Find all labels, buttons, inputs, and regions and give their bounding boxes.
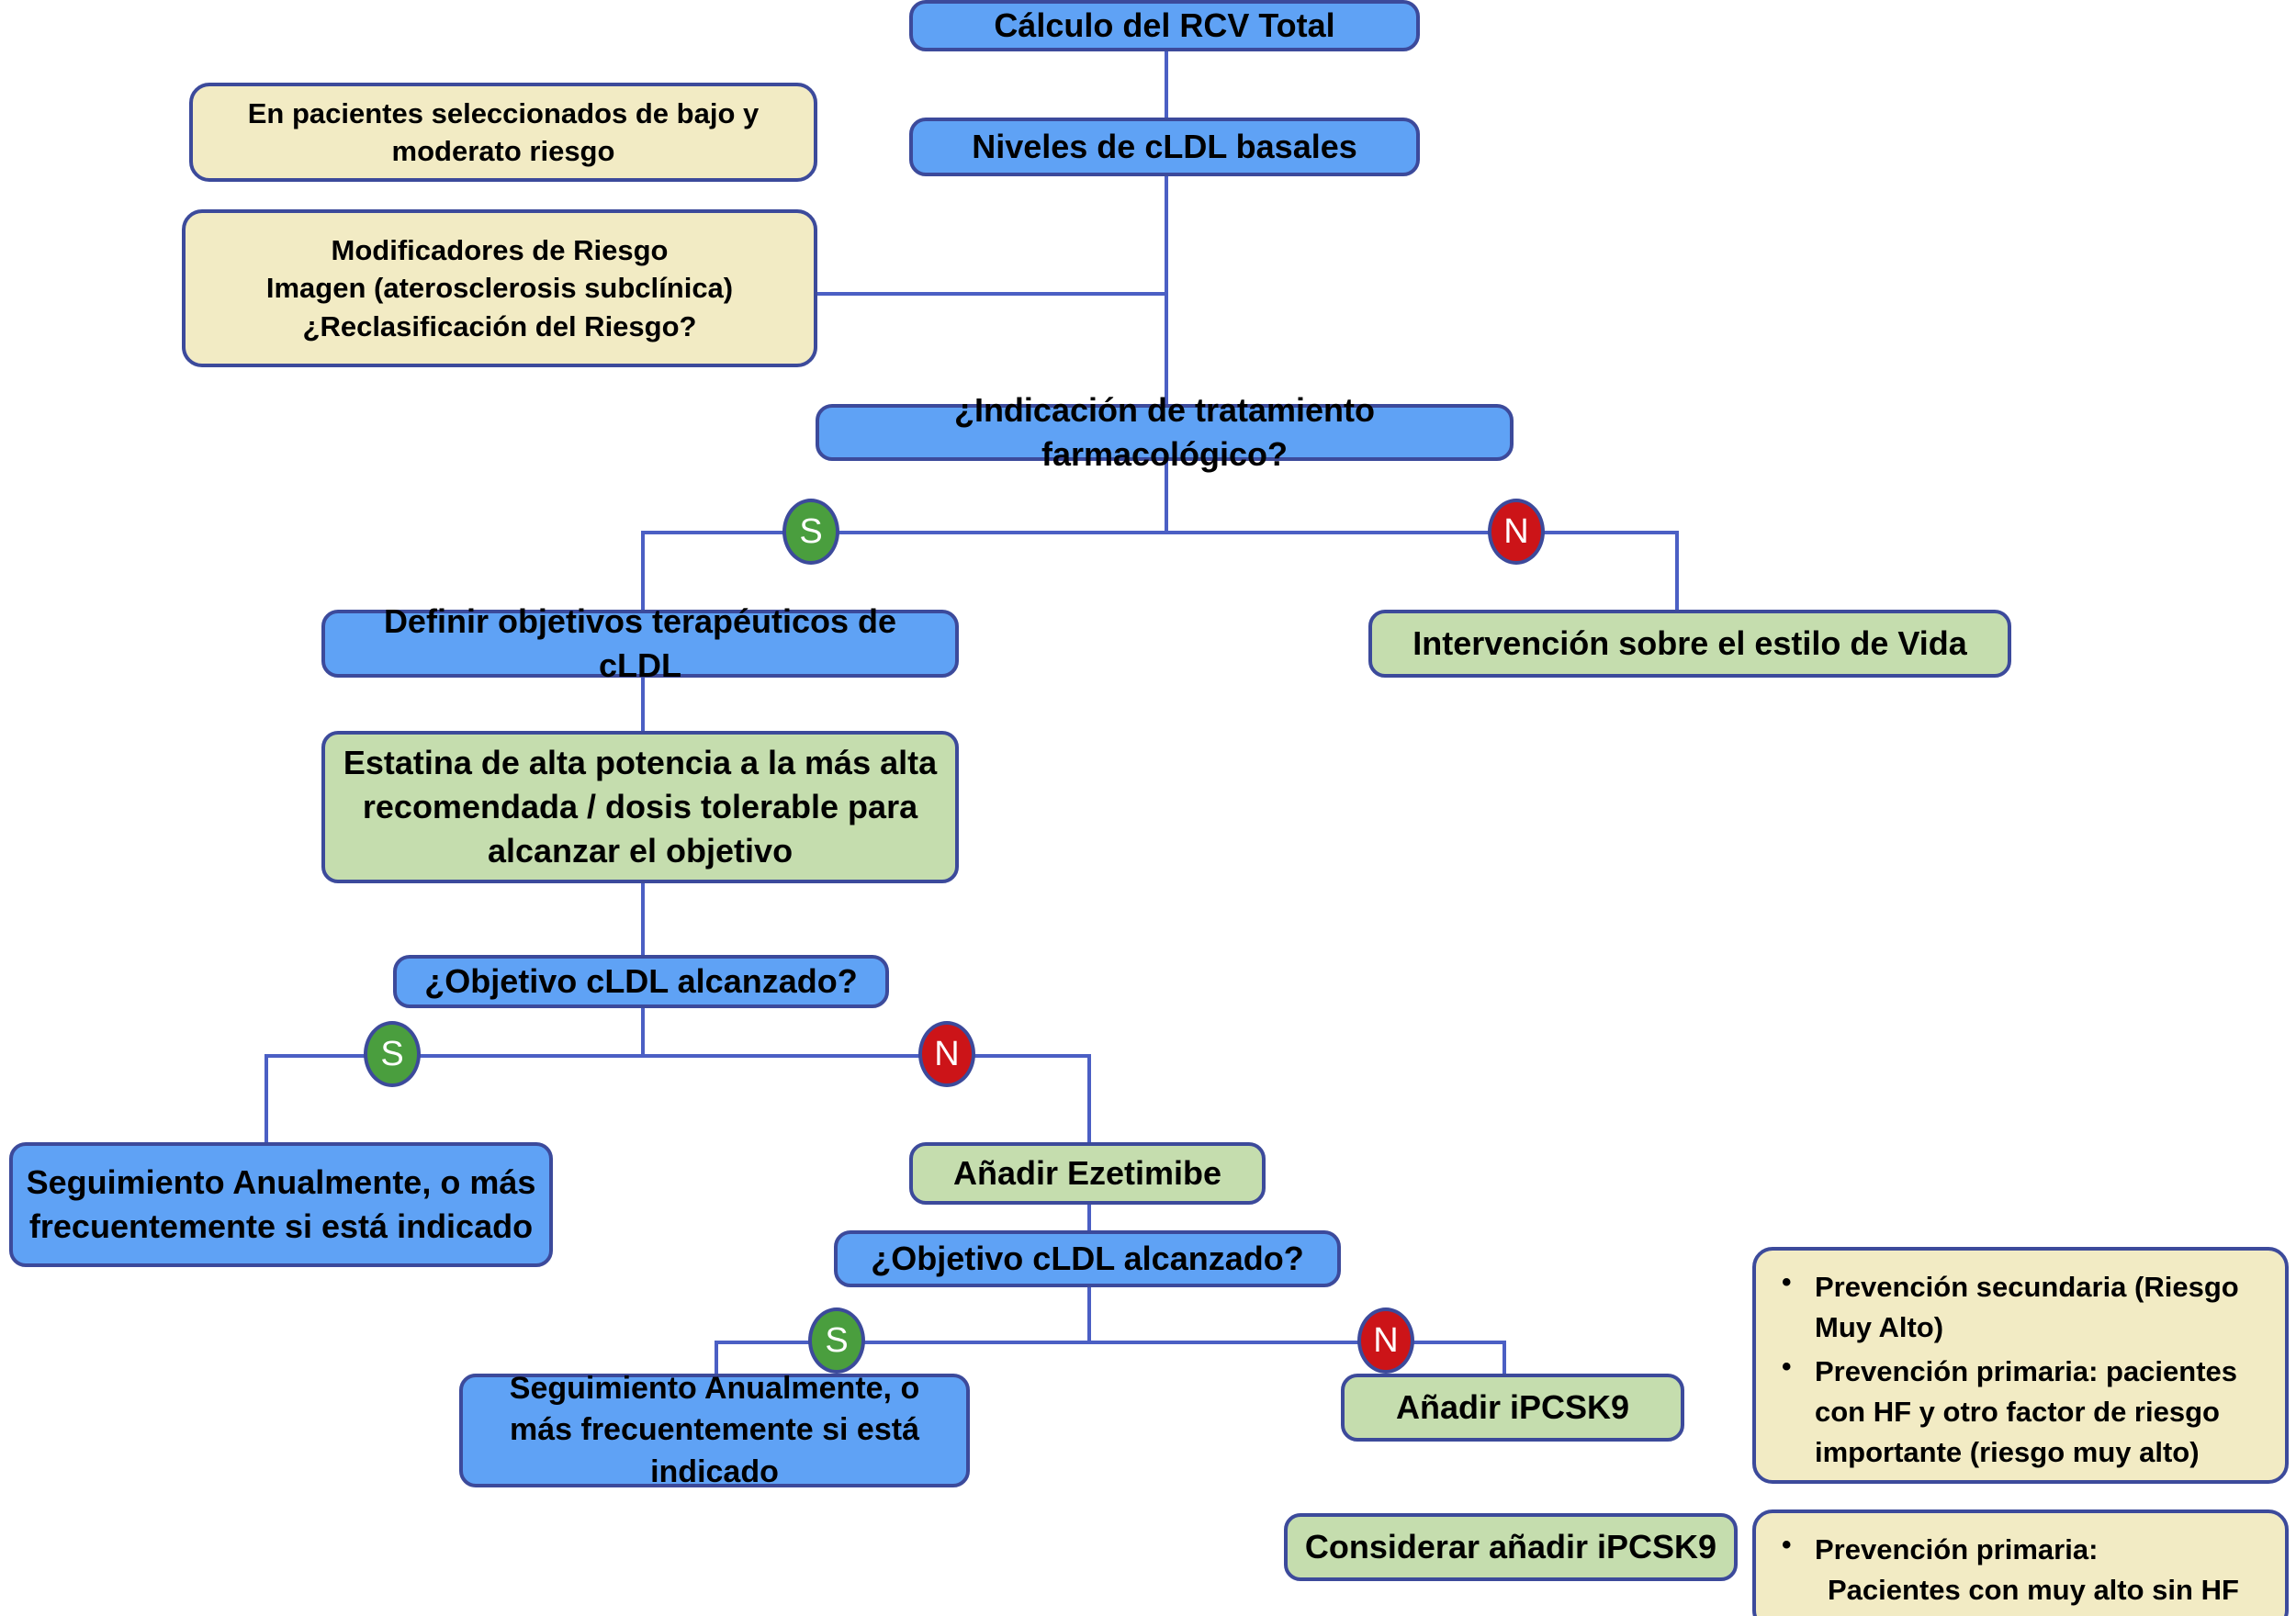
node-label: Cálculo del RCV Total (994, 6, 1335, 45)
connector-objetivo1-down (641, 1008, 645, 1056)
connector-objetivo1-bus (264, 1054, 1091, 1058)
decision-marker-yes-indicacion: S (782, 499, 839, 565)
node-considerar-anadir-ipcsk9[interactable]: Considerar añadir iPCSK9 (1284, 1513, 1738, 1581)
decision-marker-yes-objetivo2: S (808, 1307, 865, 1374)
marker-label: S (825, 1320, 849, 1360)
connector-estatina-to-objetivo1 (641, 883, 645, 964)
marker-label: S (799, 511, 823, 551)
decision-marker-no-objetivo1: N (918, 1021, 975, 1087)
node-intervencion-estilo-de-vida[interactable]: Intervención sobre el estilo de Vida (1368, 610, 2011, 678)
connector-ezetimibe-to-objetivo2 (1087, 1183, 1091, 1247)
connector-objetivo1-right-down (1087, 1054, 1091, 1142)
node-objetivo-cldl-alcanzado-1[interactable]: ¿Objetivo cLDL alcanzado? (393, 955, 889, 1008)
connector-modificadores-to-trunk (817, 292, 1168, 296)
node-label: ¿Objetivo cLDL alcanzado? (871, 1240, 1304, 1278)
node-label: Añadir iPCSK9 (1395, 1388, 1630, 1427)
note-bullet-item: Prevención secundaria (Riesgo Muy Alto) (1773, 1265, 2263, 1348)
node-label: Seguimiento Anualmente, o más frecuentem… (26, 1163, 536, 1245)
connector-indicacion-bus (641, 531, 1679, 534)
node-definir-objetivos-terapeuticos[interactable]: Definir objetivos terapéuticos de cLDL (321, 602, 959, 684)
node-niveles-cldl-basales[interactable]: Niveles de cLDL basales (909, 118, 1420, 176)
connector-calculo-to-niveles (1165, 48, 1168, 118)
note-modificadores-de-riesgo[interactable]: Modificadores de Riesgo Imagen (ateroscl… (182, 209, 817, 367)
note-indicaciones-considerar-ipcsk9[interactable]: Prevención primaria: Pacientes con muy a… (1752, 1509, 2289, 1616)
connector-indicacion-down (1165, 459, 1168, 533)
connector-objetivo2-bus (715, 1341, 1506, 1344)
marker-label: N (934, 1034, 960, 1073)
node-anadir-ipcsk9[interactable]: Añadir iPCSK9 (1341, 1374, 1684, 1442)
node-label: Considerar añadir iPCSK9 (1304, 1528, 1717, 1566)
decision-marker-no-objetivo2: N (1357, 1307, 1414, 1374)
node-label: Añadir Ezetimibe (952, 1154, 1222, 1193)
note-line-3: ¿Reclasificación del Riesgo? (302, 309, 697, 342)
decision-marker-no-indicacion: N (1488, 499, 1545, 565)
node-label: Estatina de alta potencia a la más alta … (343, 744, 938, 870)
note-bullet-item: Prevención primaria: pacientes con HF y … (1773, 1350, 2263, 1473)
note-bullet-list: Prevención primaria: Pacientes con muy a… (1773, 1528, 2263, 1610)
connector-niveles-to-indicacion (1165, 173, 1168, 408)
note-line-1: Modificadores de Riesgo (331, 234, 669, 267)
note-indicaciones-ipcsk9[interactable]: Prevención secundaria (Riesgo Muy Alto) … (1752, 1247, 2289, 1484)
node-label: Intervención sobre el estilo de Vida (1412, 624, 1967, 663)
connector-bus-left-down-definir (641, 531, 645, 610)
marker-label: S (380, 1034, 404, 1073)
marker-label: N (1503, 511, 1529, 551)
note-bullet-item: Prevención primaria: Pacientes con muy a… (1773, 1528, 2263, 1610)
node-objetivo-cldl-alcanzado-2[interactable]: ¿Objetivo cLDL alcanzado? (834, 1230, 1341, 1287)
note-bullet-lead: Prevención primaria: (1815, 1533, 2099, 1566)
note-line-2: Imagen (aterosclerosis subclínica) (265, 272, 734, 305)
connector-objetivo2-down (1087, 1285, 1091, 1342)
note-bullet-list: Prevención secundaria (Riesgo Muy Alto) … (1773, 1265, 2263, 1473)
connector-objetivo1-left-down (264, 1054, 268, 1142)
node-label: ¿Objetivo cLDL alcanzado? (424, 962, 858, 1001)
node-label: ¿Indicación de tratamiento farmacológico… (953, 391, 1376, 473)
node-label: Definir objetivos terapéuticos de cLDL (383, 602, 897, 684)
connector-bus-right-down-intervencion (1675, 531, 1679, 610)
node-indicacion-tratamiento-farmacologico[interactable]: ¿Indicación de tratamiento farmacológico… (816, 391, 1514, 473)
node-label: Niveles de cLDL basales (972, 128, 1357, 166)
node-calculo-rcv-total[interactable]: Cálculo del RCV Total (909, 0, 1420, 51)
marker-label: N (1373, 1320, 1399, 1360)
node-seguimiento-anual-1[interactable]: Seguimiento Anualmente, o más frecuentem… (9, 1142, 553, 1267)
note-label: En pacientes seleccionados de bajo y mod… (247, 96, 760, 167)
node-seguimiento-anual-2[interactable]: Seguimiento Anualmente, o más frecuentem… (459, 1371, 970, 1489)
decision-marker-yes-objetivo1: S (364, 1021, 421, 1087)
node-label: Seguimiento Anualmente, o más frecuentem… (509, 1371, 920, 1489)
note-pacientes-bajo-moderado-riesgo[interactable]: En pacientes seleccionados de bajo y mod… (189, 83, 817, 182)
node-anadir-ezetimibe[interactable]: Añadir Ezetimibe (909, 1142, 1266, 1205)
note-bullet-sub: Pacientes con muy alto sin HF (1828, 1574, 2239, 1607)
node-estatina-alta-potencia[interactable]: Estatina de alta potencia a la más alta … (321, 731, 959, 883)
connector-definir-to-estatina (641, 678, 645, 731)
